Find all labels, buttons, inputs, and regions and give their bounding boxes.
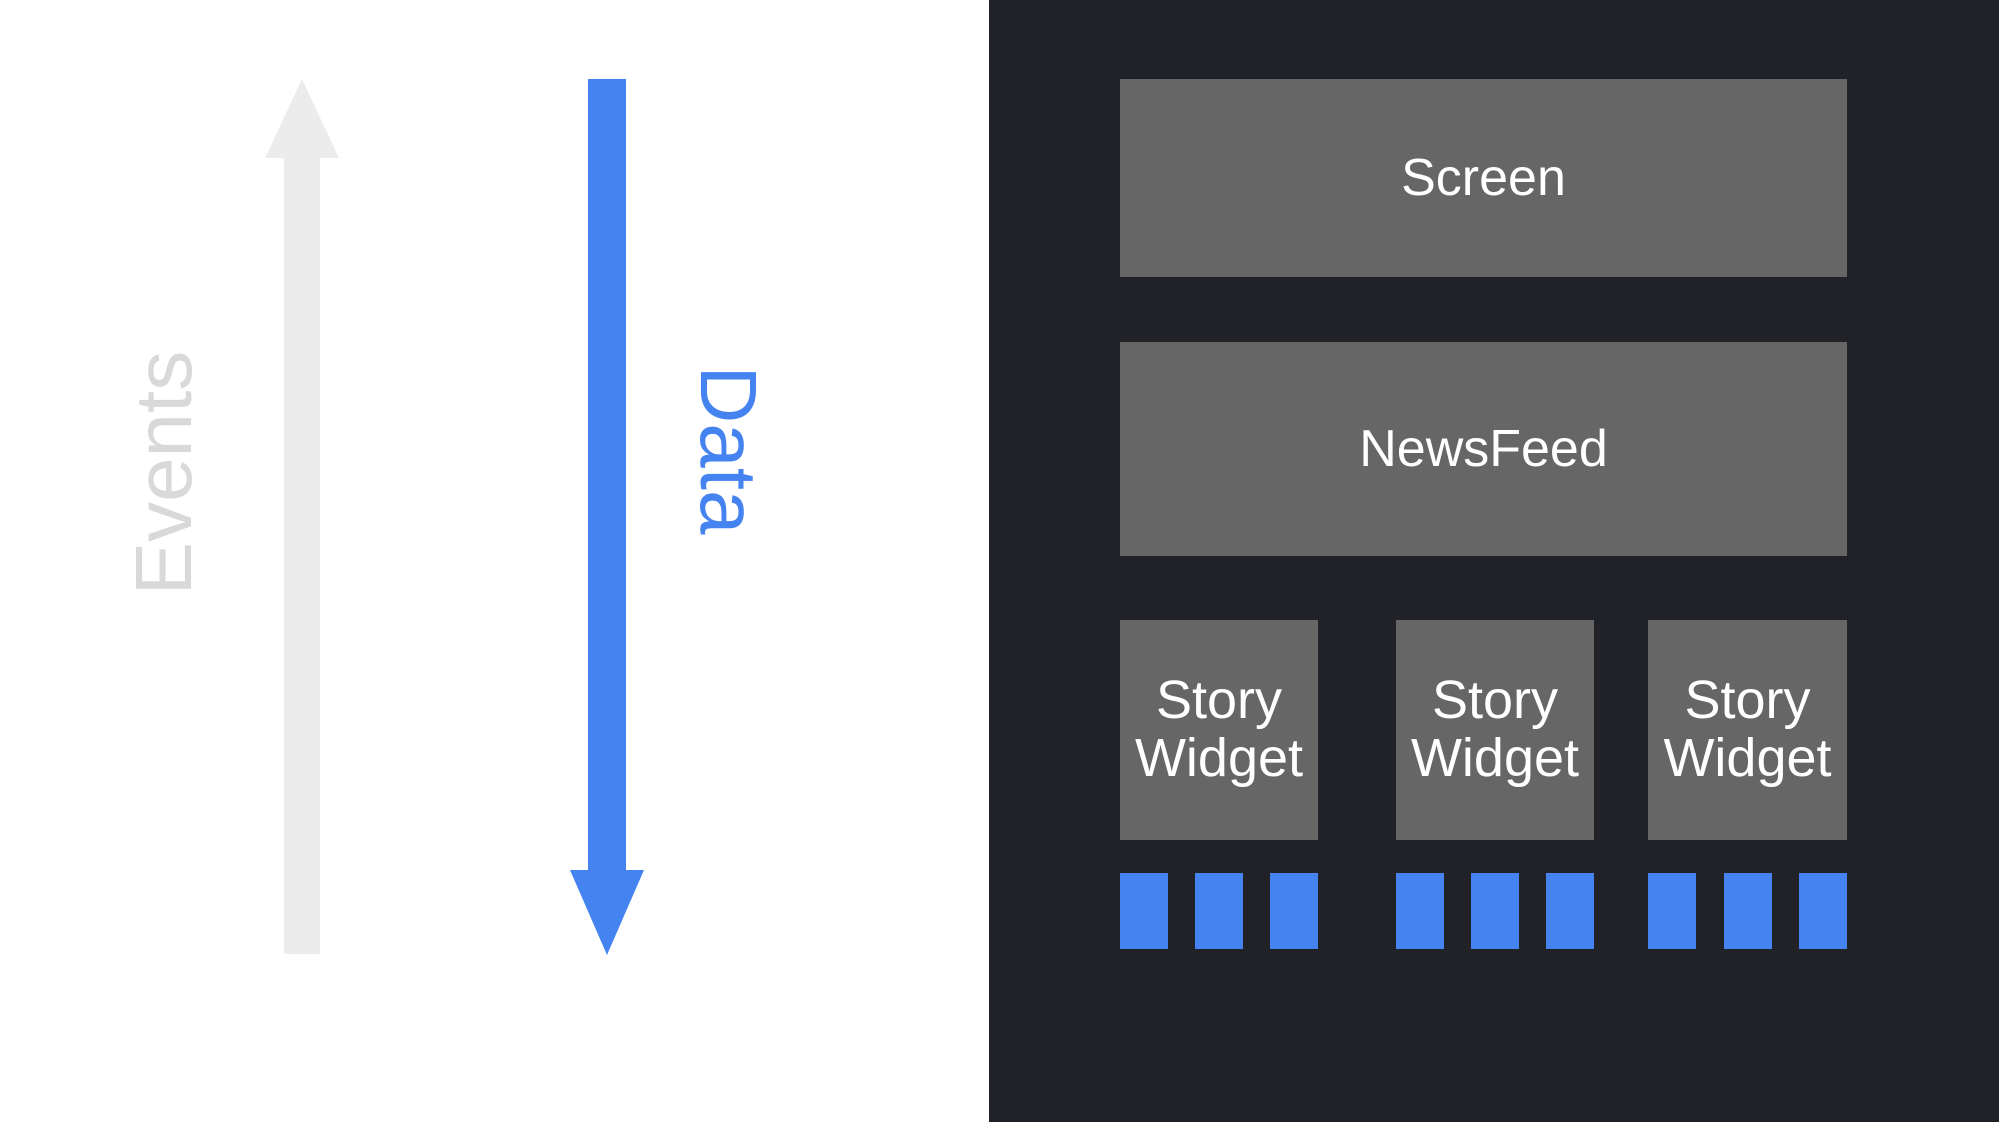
- story-item-blocks: [1396, 873, 1594, 949]
- story-widget-label: Story Widget: [1410, 670, 1580, 788]
- events-up-arrow-shaft: [284, 156, 320, 954]
- data-flow-label: Data: [684, 365, 773, 535]
- item-block: [1723, 873, 1772, 949]
- data-down-arrow-head-icon: [570, 870, 644, 955]
- story-item-blocks: [1648, 873, 1847, 949]
- item-block: [1799, 873, 1847, 949]
- screen-widget-box: Screen: [1120, 79, 1847, 277]
- story-widget-box: Story Widget: [1648, 620, 1847, 840]
- item-block: [1546, 873, 1594, 949]
- data-down-arrow-shaft: [588, 79, 626, 872]
- newsfeed-widget-box: NewsFeed: [1120, 342, 1847, 556]
- story-widget-label: Story Widget: [1134, 670, 1304, 788]
- newsfeed-widget-label: NewsFeed: [1359, 420, 1608, 478]
- screen-widget-label: Screen: [1401, 149, 1566, 207]
- story-widget-box: Story Widget: [1120, 620, 1318, 840]
- events-up-arrow-head-icon: [265, 79, 339, 158]
- story-widget-label: Story Widget: [1663, 670, 1832, 788]
- item-block: [1648, 873, 1696, 949]
- item-block: [1120, 873, 1168, 949]
- item-block: [1270, 873, 1318, 949]
- item-block: [1396, 873, 1444, 949]
- story-item-blocks: [1120, 873, 1318, 949]
- item-block: [1195, 873, 1243, 949]
- story-widget-box: Story Widget: [1396, 620, 1594, 840]
- events-flow-label: Events: [119, 350, 208, 596]
- item-block: [1471, 873, 1519, 949]
